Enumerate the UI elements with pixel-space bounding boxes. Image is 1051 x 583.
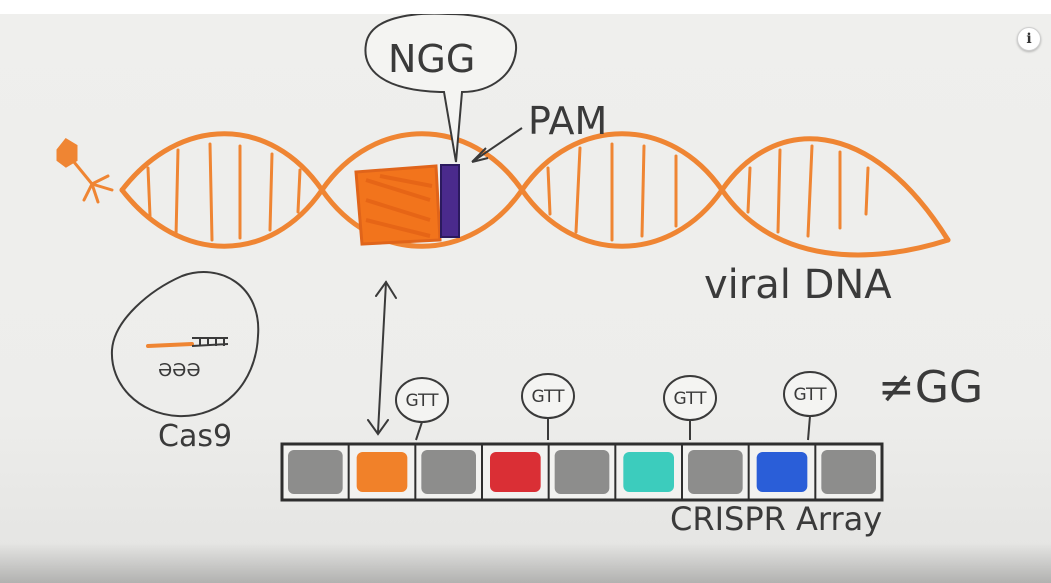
- crispr-array-label: CRISPR Array: [670, 500, 882, 538]
- repeat-block: [421, 450, 476, 494]
- repeat-label: GTT: [405, 391, 439, 411]
- pam-marker: [440, 164, 460, 238]
- svg-text:ƏƏƏ: ƏƏƏ: [158, 360, 201, 381]
- repeat-block: [288, 450, 343, 494]
- spacer-block: [356, 452, 408, 492]
- dna-rungs: [146, 142, 870, 242]
- repeat-block: [554, 450, 610, 494]
- guide-rna: [146, 342, 194, 348]
- target-region: [354, 164, 442, 246]
- repeat-label: GTT: [793, 385, 827, 405]
- spacer-block: [623, 452, 674, 492]
- crispr-array: [280, 442, 884, 502]
- info-icon[interactable]: i: [1017, 27, 1041, 51]
- pam-label: PAM: [528, 99, 607, 143]
- spacer-block: [490, 452, 541, 492]
- ngg-label: NGG: [388, 37, 475, 81]
- pam-pointer-arrow: [471, 127, 523, 163]
- spacer-block: [756, 452, 808, 492]
- viral-dna-helix: [119, 131, 951, 258]
- repeat-label: GTT: [531, 387, 565, 407]
- repeat-bubbles: GTT GTT GTT GTT: [395, 371, 837, 441]
- repeat-block: [688, 450, 743, 494]
- double-arrow: [367, 280, 397, 436]
- repeat-label: GTT: [673, 389, 707, 409]
- dna-strand-bottom: [119, 131, 951, 249]
- phage-icon: [56, 138, 114, 204]
- repeat-bubble-tail: [807, 415, 811, 441]
- cas9-protein: ƏƏƏ: [110, 271, 260, 418]
- dna-strand-top: [119, 131, 951, 258]
- repeat-bubble-tail: [415, 421, 423, 441]
- bottom-shadow: [0, 543, 1051, 583]
- not-gg-label: ≠GG: [878, 362, 983, 413]
- ngg-bubble: [364, 14, 518, 163]
- viral-dna-label: viral DNA: [704, 262, 892, 308]
- cas9-label: Cas9: [158, 419, 232, 454]
- repeat-block: [821, 450, 876, 494]
